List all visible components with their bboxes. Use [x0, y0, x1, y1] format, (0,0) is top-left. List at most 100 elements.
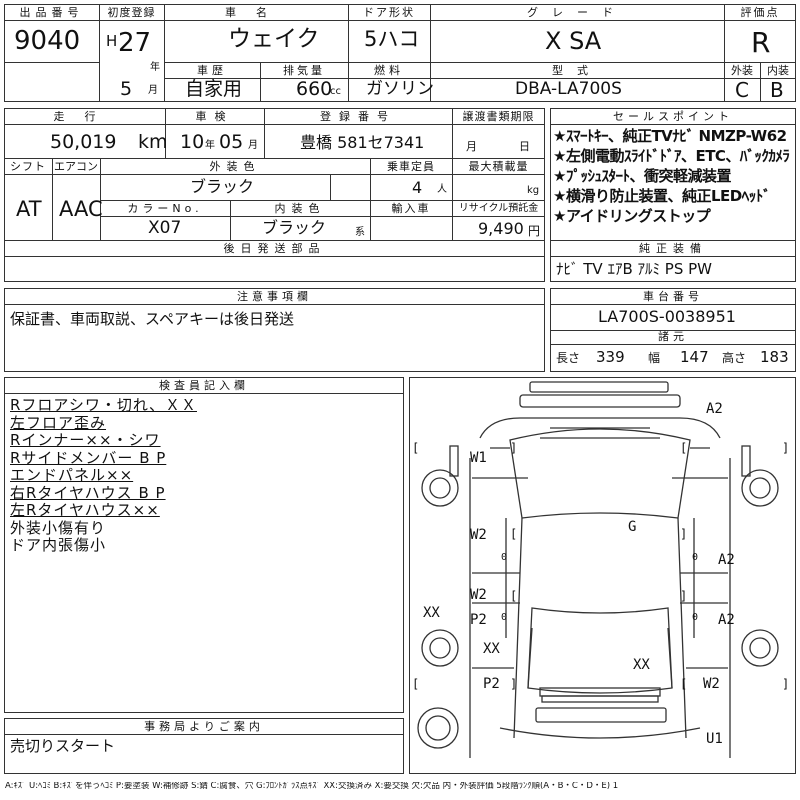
- diagram-label: A2: [718, 612, 735, 628]
- sales-point: ★アイドリングストップ: [553, 207, 711, 225]
- height: 183: [760, 348, 789, 366]
- reg-no-label: 登録番号: [320, 110, 396, 123]
- interior-label: 内装: [767, 64, 789, 77]
- year-unit: 年: [150, 62, 160, 73]
- diagram-small: 0: [692, 612, 699, 623]
- displacement-label: 排気量: [283, 64, 325, 77]
- grade: X SA: [545, 27, 602, 55]
- height-label: 高さ: [722, 351, 747, 365]
- diagram-label: P2: [483, 676, 500, 692]
- legend: A:ｷｽﾞ U:ﾍｺﾐ B:ｷｽﾞを伴うﾍｺﾐ P:要塗装 W:補修跡 S:錆 …: [5, 782, 619, 791]
- door-label: ドア形状: [363, 6, 415, 19]
- exterior-grade: C: [735, 78, 749, 102]
- diagram-label: A2: [706, 401, 723, 417]
- model-code-label: 型式: [552, 64, 602, 77]
- inspection-month-unit: 月: [248, 140, 258, 151]
- shift: AT: [16, 197, 42, 221]
- sales-points-block: [550, 108, 796, 282]
- diagram-label: P2: [470, 612, 487, 628]
- first-reg-label: 初度登録: [107, 6, 156, 19]
- diagram-label: W2: [470, 587, 487, 603]
- sales-point: ★ｽﾏｰﾄｷｰ、純正TVﾅﾋﾞ NMZP-W62: [553, 127, 787, 145]
- diagram-bracket: [: [680, 677, 688, 691]
- recycle-label: リサイクル預託金: [458, 203, 539, 214]
- model-name: ウェイク: [228, 26, 320, 52]
- inspector-line: Rフロアシワ・切れ、ＸＸ: [10, 396, 197, 414]
- inspector-line: 外装小傷有り: [10, 518, 107, 537]
- fuel: ガソリン: [366, 79, 434, 99]
- diagram-small: 0: [692, 552, 699, 563]
- inspector-line: 右Rタイヤハウス B P: [10, 483, 166, 502]
- diagram-small: 0: [501, 552, 508, 563]
- color-no: X07: [148, 218, 182, 238]
- diagram-bracket: ]: [782, 677, 790, 691]
- inspector-label: 検査員記入欄: [159, 379, 249, 392]
- diagram-bracket: [: [412, 441, 420, 455]
- first-reg-year: 27: [118, 28, 152, 58]
- office-message: 売切りスタート: [10, 737, 116, 755]
- inspector-line: Rインナー××・シワ: [10, 431, 161, 449]
- notes-block: [4, 288, 545, 372]
- inspection-year-unit: 年: [205, 140, 215, 151]
- sales-points-label: セールスポイント: [613, 110, 733, 123]
- mileage-unit: km: [138, 131, 168, 153]
- sales-point: ★左側電動ｽﾗｲﾄﾞﾄﾞｱ、ETC、ﾊﾞｯｸｶﾒﾗ: [553, 147, 790, 165]
- diagram-label: XX: [423, 605, 440, 621]
- notes-label: 注意事項欄: [237, 290, 312, 303]
- notes: 保証書、車両取説、スペアキーは後日発送: [10, 310, 294, 328]
- int-color-label: 内装色: [274, 202, 326, 215]
- sales-point: ★横滑り防止装置、純正LEDﾍｯﾄﾞ: [553, 187, 771, 205]
- score-label: 評価点: [740, 6, 780, 19]
- diagram-bracket: ]: [510, 441, 518, 455]
- mileage-label: 走行: [53, 110, 116, 123]
- recycle-unit: 円: [528, 224, 541, 238]
- ac: AAC: [59, 197, 103, 221]
- interior-grade: B: [770, 78, 784, 102]
- exterior-label: 外装: [731, 64, 753, 77]
- diagram-bracket: ]: [680, 589, 688, 603]
- diagram-label: XX: [633, 657, 650, 673]
- inspector-line: 左フロア歪み: [10, 413, 107, 432]
- diagram-bracket: ]: [510, 677, 518, 691]
- car-body-diagram: [417, 381, 779, 758]
- color-no-label: カラーNo.: [127, 202, 203, 215]
- lot-no-label: 出品番号: [19, 6, 84, 19]
- displacement-unit: cc: [330, 86, 341, 97]
- length-label: 長さ: [556, 351, 581, 365]
- history-label: 車歴: [197, 64, 227, 77]
- model-code: DBA-LA700S: [515, 79, 622, 99]
- equipment-label: 純正装備: [639, 242, 707, 255]
- era-prefix: H: [106, 32, 118, 50]
- transfer-label: 譲渡書類期限: [462, 110, 535, 123]
- import-label: 輸入車: [391, 202, 431, 215]
- shift-label: シフト: [10, 160, 46, 173]
- int-color-suffix: 系: [355, 227, 365, 238]
- int-color: ブラック: [262, 218, 327, 237]
- diagram-bracket: [: [412, 677, 420, 691]
- sales-points-list: ★ｽﾏｰﾄｷｰ、純正TVﾅﾋﾞ NMZP-W62 ★左側電動ｽﾗｲﾄﾞﾄﾞｱ、E…: [553, 126, 795, 226]
- diagram-bracket: ]: [782, 441, 790, 455]
- ext-color-label: 外装色: [209, 160, 261, 173]
- length: 339: [596, 348, 625, 366]
- transfer-day: 日: [519, 140, 530, 153]
- score: R: [751, 26, 771, 59]
- damage-diagram: A2 W1 G W2 A2 W2 P2 XX A2 XX XX P2 W2 U1…: [409, 377, 796, 774]
- diagram-bracket: [: [510, 527, 518, 541]
- model-name-label: 車名: [225, 6, 287, 19]
- width: 147: [680, 348, 709, 366]
- inspector-line: エンドパネル××: [10, 466, 134, 484]
- width-label: 幅: [648, 351, 661, 365]
- door: 5ハコ: [364, 27, 420, 51]
- inspection-label: 車検: [195, 110, 234, 123]
- office-block: [4, 718, 404, 774]
- transfer-month: 月: [466, 140, 477, 153]
- history: 自家用: [185, 78, 243, 100]
- reg-no: 豊橋 581セ7341: [300, 133, 425, 152]
- mileage: 50,019: [50, 131, 117, 153]
- capacity-unit: 人: [437, 184, 447, 195]
- ac-label: エアコン: [54, 160, 98, 173]
- later-parts-label: 後日発送部品: [223, 242, 326, 255]
- month-unit: 月: [148, 85, 158, 96]
- diagram-bracket: ]: [680, 527, 688, 541]
- capacity: 4: [412, 178, 423, 197]
